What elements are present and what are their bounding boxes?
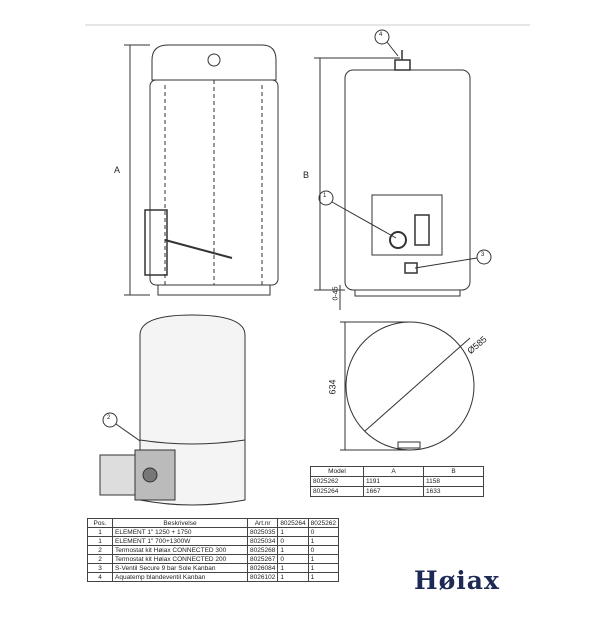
side-view-tank [344, 50, 471, 297]
callout-3: 3 [481, 252, 485, 258]
callout-1: 1 [323, 193, 327, 199]
header-a: A [363, 466, 424, 477]
dimension-b-label: B [303, 170, 310, 180]
foot-dimension-label: 0-45 [332, 286, 340, 301]
front-view-tank [144, 44, 279, 296]
height-dimension-label: 634 [327, 379, 338, 395]
perspective-tank [99, 314, 246, 506]
callout-lines [102, 29, 492, 456]
dimension-a [124, 44, 150, 296]
callout-4: 4 [379, 32, 383, 38]
header-model: Model [310, 466, 364, 477]
callout-2: 2 [107, 415, 111, 421]
top-view-circle [340, 321, 475, 451]
hoiax-logo: Høiax [414, 566, 500, 595]
dimension-a-label: A [114, 165, 121, 175]
header-b: B [423, 466, 484, 477]
dimension-b [314, 57, 400, 310]
